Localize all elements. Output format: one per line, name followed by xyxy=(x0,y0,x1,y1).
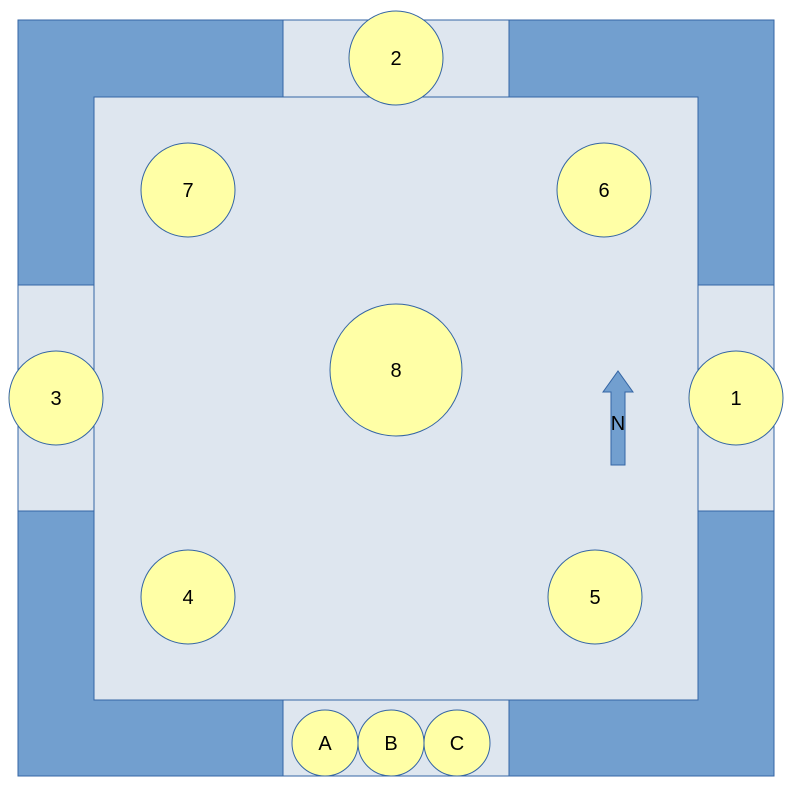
node-5[interactable]: 5 xyxy=(547,549,643,645)
node-a-label: A xyxy=(318,733,332,755)
node-6[interactable]: 6 xyxy=(556,142,652,238)
node-3[interactable]: 3 xyxy=(8,350,104,446)
node-6-label: 6 xyxy=(598,180,609,202)
node-8[interactable]: 8 xyxy=(329,303,463,437)
node-4-label: 4 xyxy=(182,587,193,609)
north-arrow-icon: N xyxy=(602,370,634,466)
node-c-label: C xyxy=(450,733,464,755)
node-1[interactable]: 1 xyxy=(688,350,784,446)
node-7-label: 7 xyxy=(182,180,193,202)
node-5-label: 5 xyxy=(589,587,600,609)
node-8-label: 8 xyxy=(390,360,401,382)
node-4[interactable]: 4 xyxy=(140,549,236,645)
node-b-label: B xyxy=(384,733,397,755)
node-a[interactable]: A xyxy=(291,709,359,777)
node-7[interactable]: 7 xyxy=(140,142,236,238)
node-b[interactable]: B xyxy=(357,709,425,777)
node-c[interactable]: C xyxy=(423,709,491,777)
node-1-label: 1 xyxy=(730,388,741,410)
node-2-label: 2 xyxy=(390,48,401,70)
north-arrow-label: N xyxy=(611,413,625,435)
node-2[interactable]: 2 xyxy=(348,10,444,106)
node-3-label: 3 xyxy=(50,388,61,410)
